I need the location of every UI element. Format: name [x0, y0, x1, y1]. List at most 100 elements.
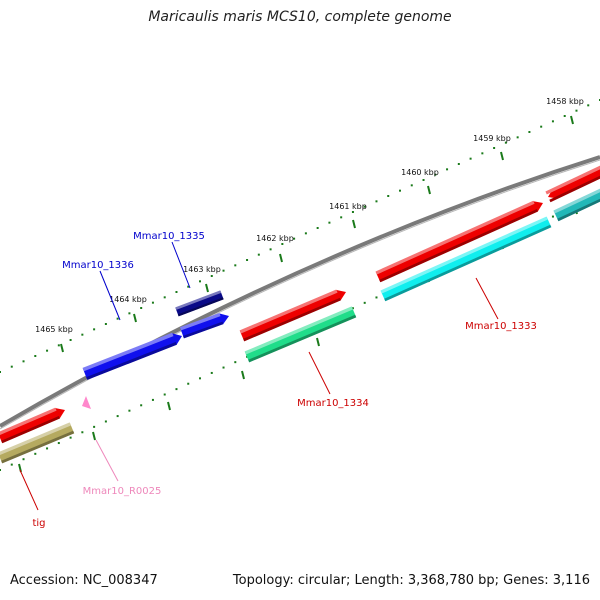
gene-mmar10-1333-highlight: [380, 216, 548, 294]
scale-tick: [241, 370, 245, 380]
scale-dot: [151, 398, 154, 401]
scale-dot: [57, 442, 60, 445]
scale-dot: [540, 125, 543, 128]
scale-dot: [10, 365, 13, 368]
scale-dot: [175, 291, 178, 293]
scale-dot: [375, 200, 378, 203]
gene-mmar10-1336-shadow: [86, 341, 177, 380]
scale-dot: [469, 157, 472, 160]
scale-dot: [93, 425, 96, 428]
scale-dot: [0, 371, 1, 373]
gene-tig: [0, 422, 75, 464]
gene-mmar10-1334-upper: [239, 289, 346, 342]
label-mmar10-1335: Mmar10_1335: [133, 231, 205, 242]
scale-tick-label: 1465 kbp: [35, 325, 73, 334]
scale-dot: [351, 307, 354, 310]
gene-mmar10-1334-highlight: [244, 306, 353, 355]
scale-dot: [551, 120, 554, 123]
scale-dot: [422, 179, 425, 181]
scale-dot: [234, 361, 237, 364]
leader-mmar10-r0025: [95, 439, 119, 482]
scale-tick: [500, 151, 504, 161]
scale-dot: [34, 355, 37, 357]
gene-right-edge-lower-shadow: [557, 198, 600, 222]
gene-tig-shadow: [1, 430, 75, 464]
scale-dot: [199, 377, 201, 380]
gene-mmar10-1335-upper: [175, 290, 224, 317]
scale-tick-label: 1461 kbp: [329, 202, 367, 211]
leader-mmar10-1336: [99, 270, 121, 321]
gene-mmar10-r0025: [82, 396, 91, 409]
scale-dot: [116, 415, 119, 418]
scale-dot: [493, 147, 496, 149]
scale-dot: [199, 280, 201, 283]
scale-dot: [410, 184, 413, 187]
scale-tick-label: 1460 kbp: [401, 168, 439, 177]
gene-mmar10-1335-upper-body: [175, 290, 224, 317]
scale-dot: [563, 115, 566, 117]
gene-mmar10-1334-upper-body: [239, 290, 346, 342]
gene-mmar10-1334-upper-highlight: [239, 289, 338, 334]
scale-dot: [375, 296, 378, 299]
scale-dot: [363, 301, 366, 304]
gene-tig-upper: [0, 407, 65, 444]
scale-dot: [587, 104, 590, 107]
scale-dot: [140, 404, 143, 407]
scale-dot: [246, 259, 249, 261]
gene-mmar10-1336-highlight: [82, 332, 174, 372]
scale-dot: [363, 205, 366, 208]
scale-dot: [104, 420, 107, 423]
backbone-highlight: [0, 159, 600, 430]
scale-tick: [60, 343, 64, 353]
scale-dot: [575, 109, 578, 112]
scale-tick: [427, 185, 431, 195]
scale-dot: [128, 409, 131, 412]
gene-mmar10-1336: [82, 332, 182, 380]
gene-mmar10-1335-lower-highlight: [179, 313, 221, 331]
scale-dot: [81, 431, 84, 434]
scale-dot: [104, 323, 107, 325]
scale-dot: [387, 195, 390, 197]
scale-dot: [69, 436, 72, 439]
scale-dot: [399, 189, 401, 192]
scale-dot: [210, 371, 213, 374]
gene-mmar10-1333-upper-body: [375, 201, 543, 283]
outer-scale-dots: [0, 99, 600, 373]
scale-tick: [352, 219, 356, 229]
scale-dot: [128, 312, 131, 315]
scale-dot: [222, 366, 225, 369]
scale-dot: [257, 253, 260, 256]
scale-dot: [93, 328, 96, 331]
gene-right-edge-upper: [545, 165, 600, 203]
scale-dot: [351, 211, 354, 213]
label-mmar10-1334: Mmar10_1334: [297, 398, 369, 409]
scale-tick: [570, 115, 574, 125]
gene-right-edge-lower-highlight: [553, 188, 600, 214]
gene-mmar10-1333-upper-shadow: [379, 209, 539, 283]
map-title: Maricaulis maris MCS10, complete genome: [148, 9, 452, 25]
gene-mmar10-1335-lower-shadow: [183, 321, 224, 339]
scale-dot: [234, 264, 237, 267]
gene-mmar10-1334: [244, 306, 357, 363]
scale-dot: [504, 141, 507, 144]
scale-dot: [46, 349, 49, 352]
scale-dot: [281, 243, 284, 245]
backbone: [0, 155, 600, 430]
scale-tick-label: 1464 kbp: [109, 295, 147, 304]
gene-mmar10-1333-shadow: [384, 224, 552, 302]
scale-dot: [140, 307, 143, 309]
leader-tig: [19, 469, 39, 511]
accession-text: Accession: NC_008347: [10, 573, 158, 588]
gene-right-edge-lower: [553, 188, 600, 222]
scale-tick-label: 1458 kbp: [546, 97, 584, 106]
scale-dot: [163, 296, 166, 299]
leader-mmar10-1335: [171, 241, 191, 289]
scale-dot: [269, 248, 272, 251]
scale-dot: [434, 173, 437, 176]
scale-dot: [22, 360, 25, 363]
scale-dot: [516, 136, 519, 139]
gene-mmar10-1335-upper-shadow: [177, 297, 224, 317]
label-leaders: [19, 241, 499, 511]
scale-dot: [446, 168, 449, 171]
scale-dot: [222, 269, 225, 272]
